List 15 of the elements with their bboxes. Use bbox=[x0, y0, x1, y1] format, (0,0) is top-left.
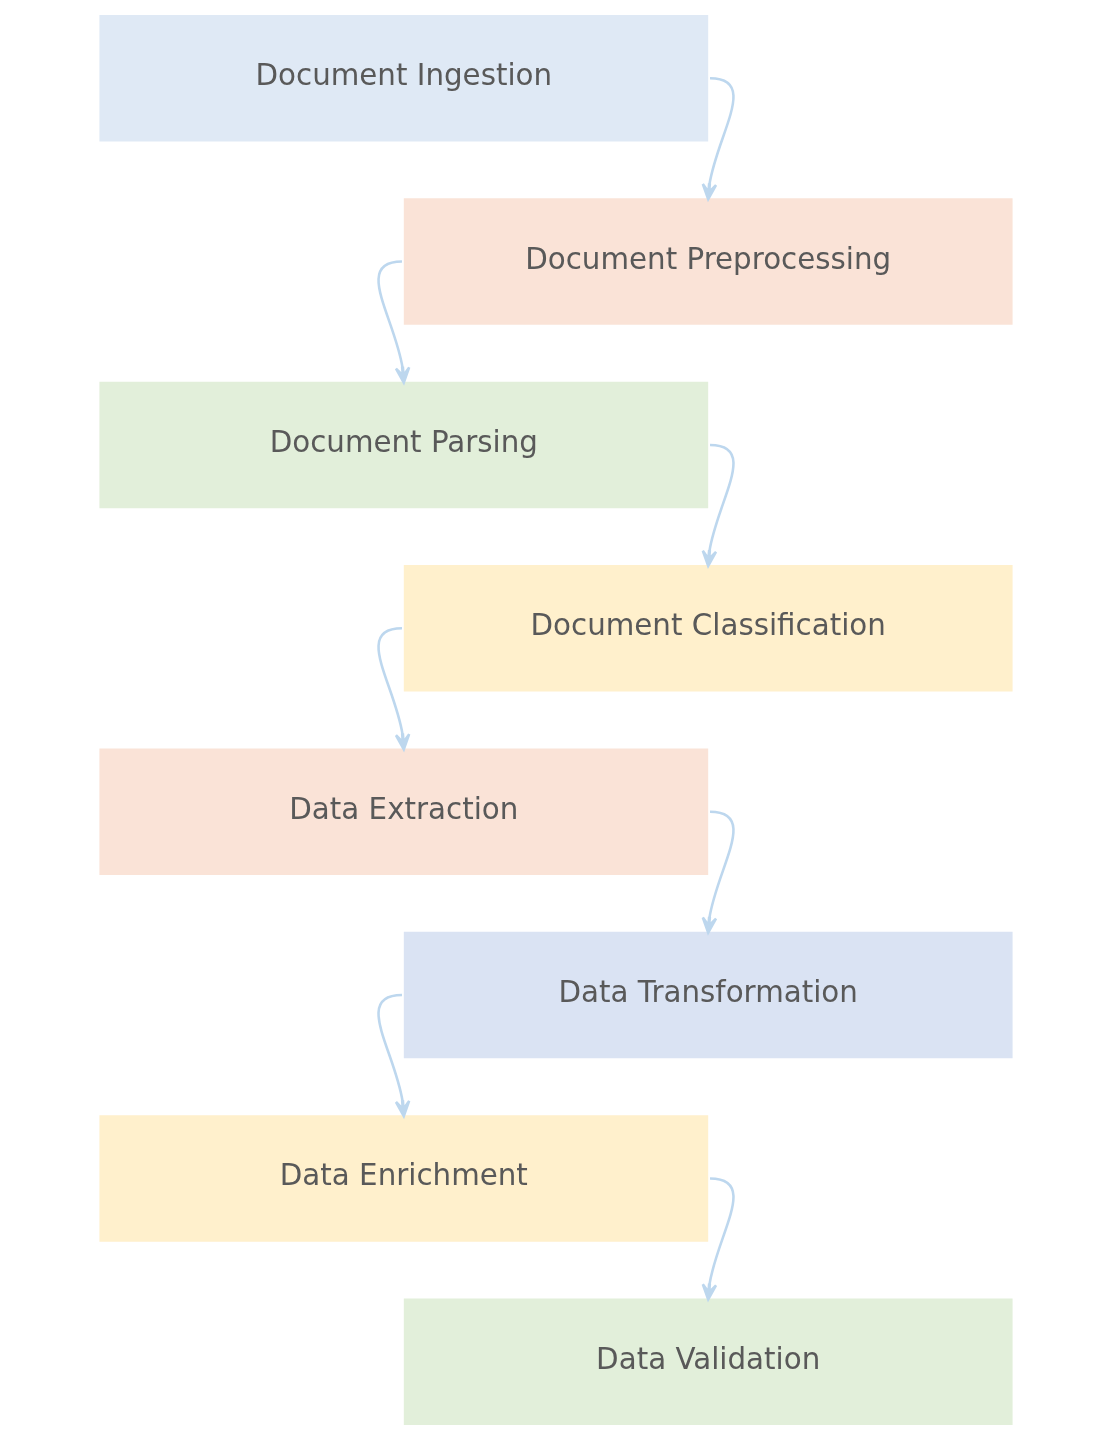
arrow bbox=[701, 1177, 735, 1301]
node-box: Data Extraction bbox=[98, 748, 708, 875]
node-box: Data Validation bbox=[403, 1298, 1013, 1426]
arrow bbox=[701, 810, 735, 934]
node-box: Document Classification bbox=[403, 565, 1013, 692]
arrow bbox=[701, 443, 735, 568]
arrow bbox=[376, 260, 410, 384]
arrow bbox=[376, 993, 410, 1118]
node-box: Data Enrichment bbox=[98, 1115, 708, 1242]
node-box: Document Preprocessing bbox=[403, 198, 1013, 325]
arrow bbox=[376, 627, 410, 751]
node-box: Data Transformation bbox=[403, 931, 1013, 1059]
node-box: Document Ingestion bbox=[98, 14, 708, 142]
arrow bbox=[701, 76, 735, 201]
node-box: Document Parsing bbox=[98, 381, 708, 509]
